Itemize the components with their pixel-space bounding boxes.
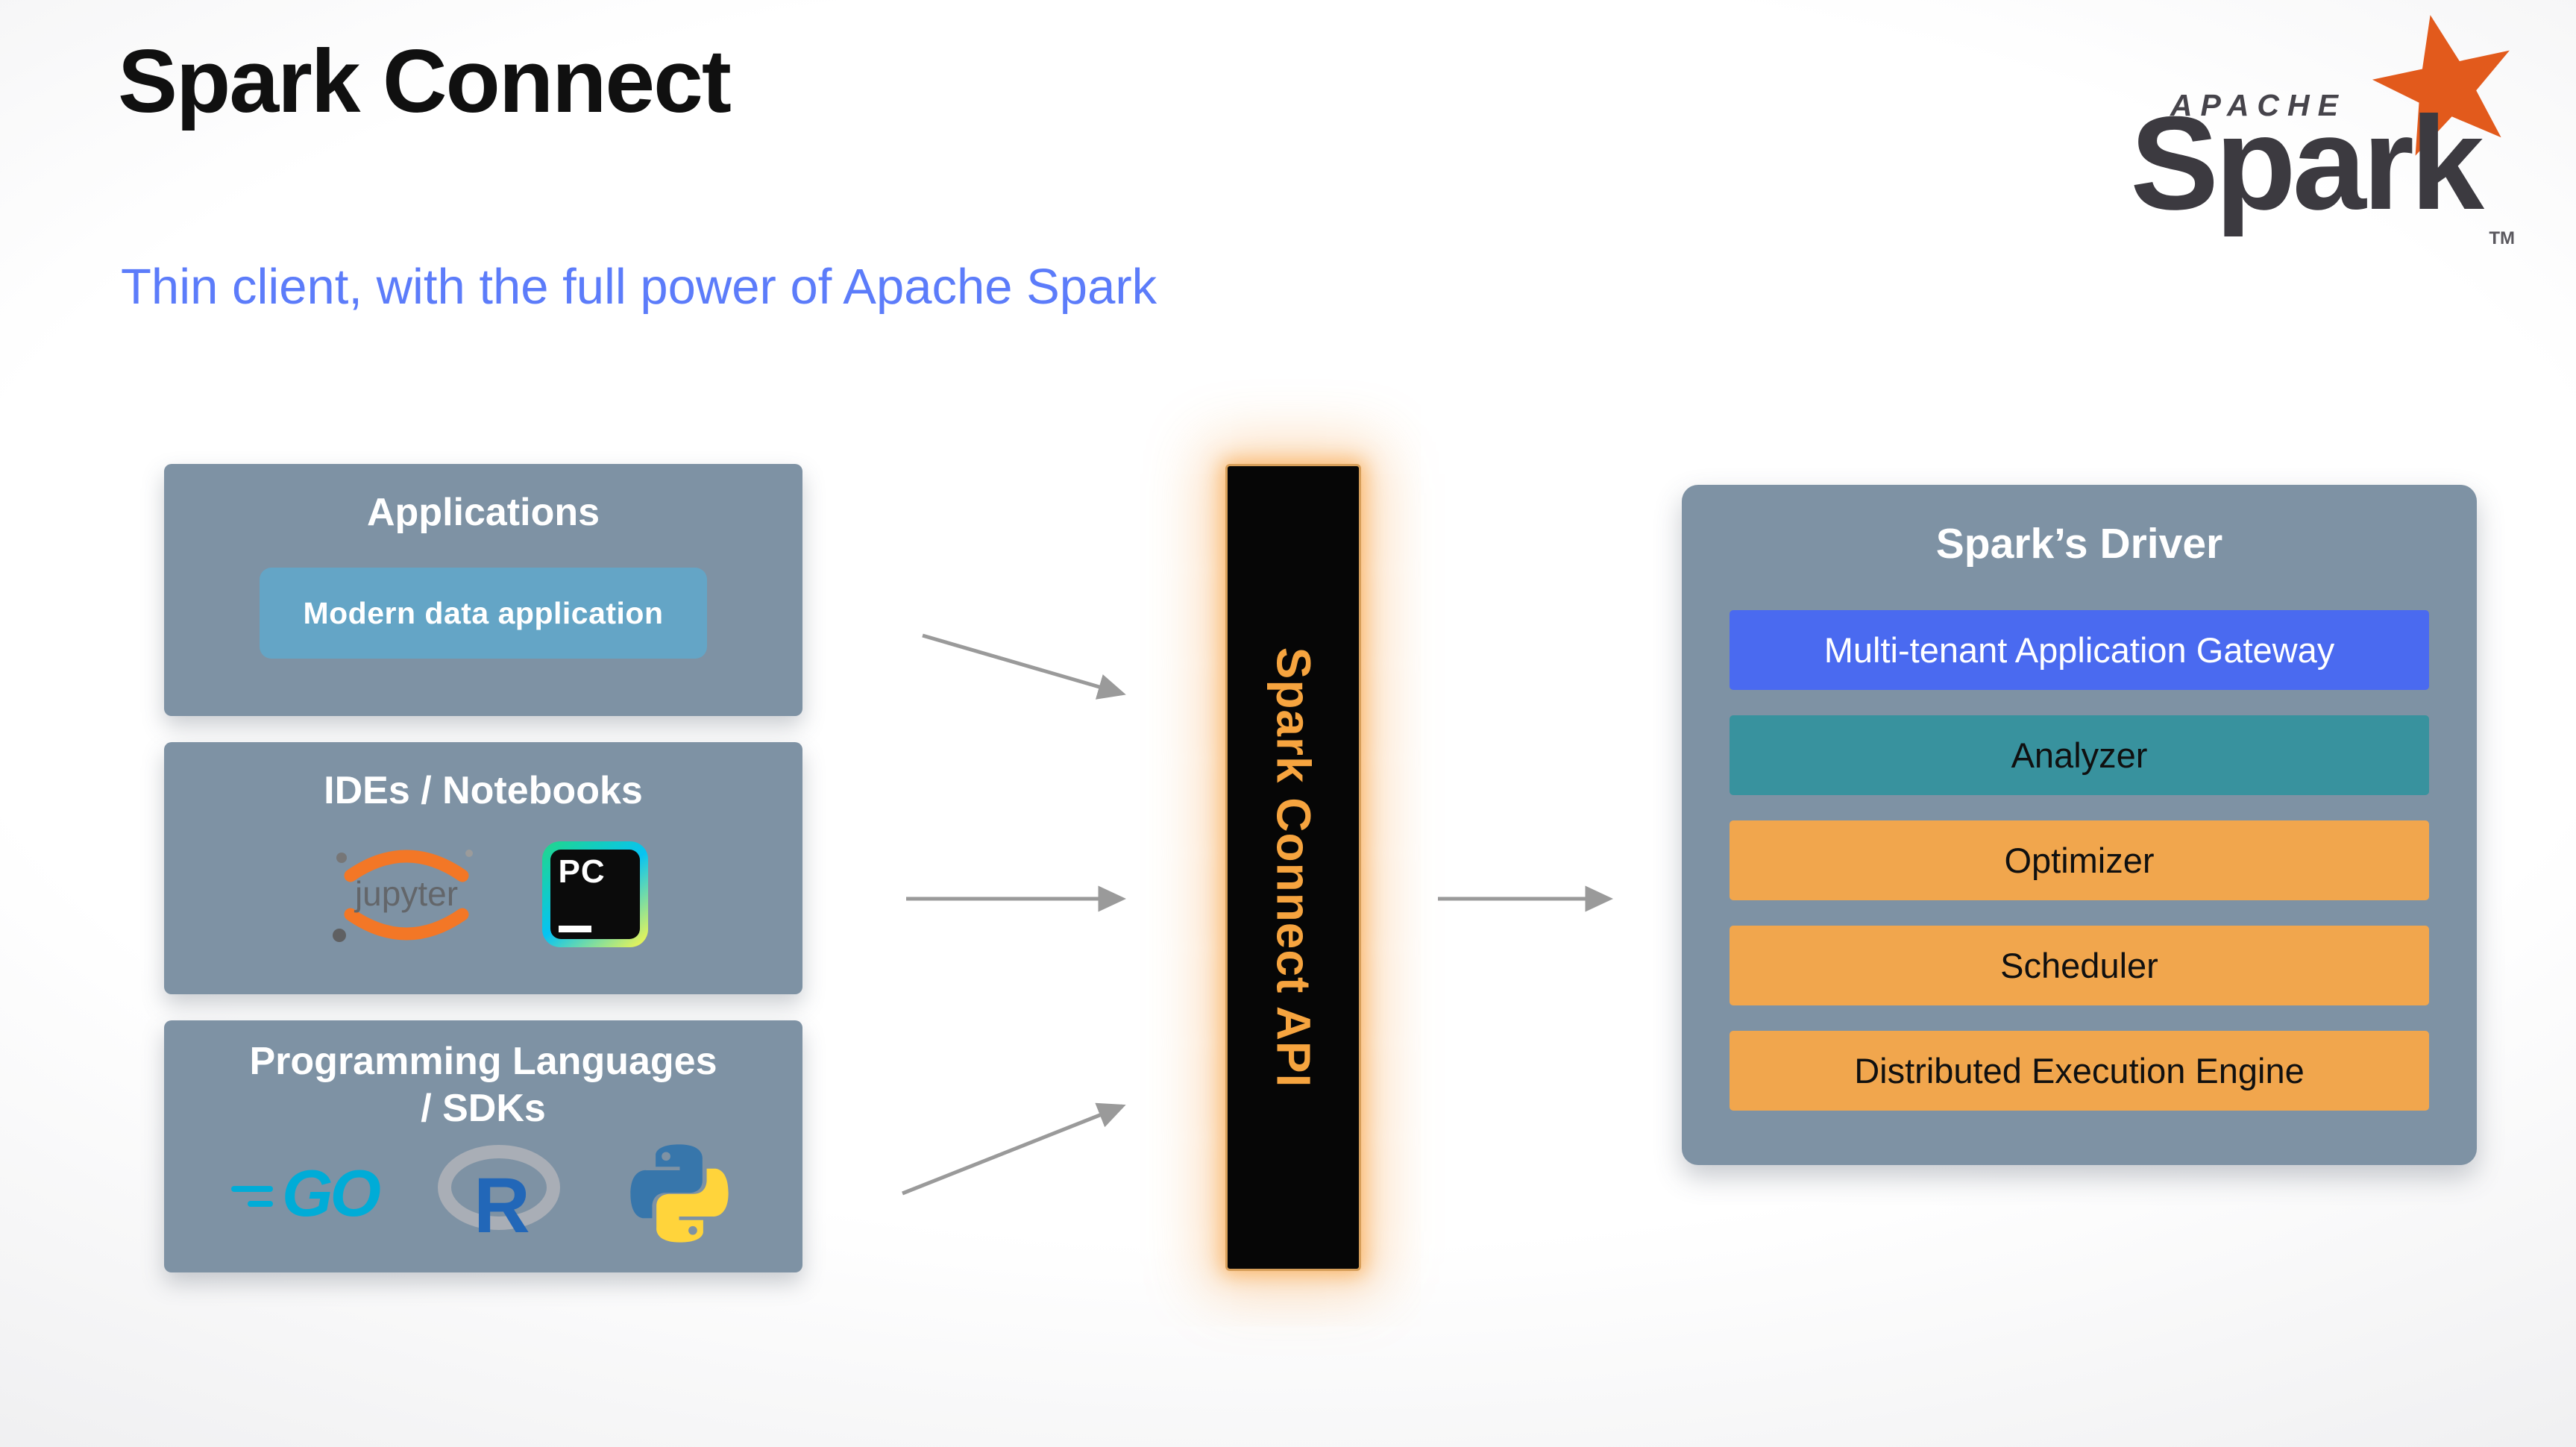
optimizer-label: Optimizer (2004, 841, 2155, 880)
go-label: GO (282, 1155, 381, 1230)
spark-star-icon (2372, 15, 2510, 156)
driver-row-optimizer: Optimizer (1730, 820, 2429, 900)
modern-data-application-chip: Modern data application (260, 568, 707, 659)
spark-driver-title: Spark’s Driver (1935, 520, 2223, 568)
arrow-applications-to-api (922, 633, 1126, 700)
pycharm-underscore (558, 925, 591, 932)
pycharm-inner-square (550, 849, 640, 939)
go-speed-lines (231, 1185, 274, 1207)
analyzer-label: Analyzer (2011, 735, 2148, 775)
python-icon (630, 1144, 729, 1243)
programming-languages-title: Programming Languages / SDKs (249, 1040, 717, 1131)
spark-wordmark: Spark (2130, 89, 2484, 237)
driver-row-scheduler: Scheduler (1730, 926, 2429, 1005)
languages-icons-row: GO R (231, 1137, 735, 1249)
page-subtitle: Thin client, with the full power of Apac… (121, 259, 1157, 315)
arrow-languages-to-api (902, 1102, 1126, 1196)
pycharm-label: PC (558, 853, 606, 890)
spark-driver-panel: Spark’s Driver Multi-tenant Application … (1682, 485, 2477, 1165)
go-icon: GO (231, 1155, 381, 1231)
ides-icons-row: jupyter PC (319, 825, 648, 963)
ides-notebooks-panel: IDEs / Notebooks jupyter PC (164, 742, 802, 994)
pycharm-icon: PC (541, 841, 648, 947)
driver-rows: Multi-tenant Application Gateway Analyze… (1730, 610, 2429, 1111)
trademark-label: TM (2489, 228, 2515, 248)
scheduler-label: Scheduler (2000, 946, 2158, 985)
applications-panel: Applications Modern data application (164, 464, 802, 716)
execution-engine-label: Distributed Execution Engine (1854, 1051, 2305, 1090)
apache-spark-logo: APACHE Spark TM (2054, 13, 2524, 260)
ides-notebooks-title: IDEs / Notebooks (324, 769, 643, 812)
programming-languages-panel: Programming Languages / SDKs GO R (164, 1020, 802, 1272)
page-title: Spark Connect (118, 31, 732, 131)
gateway-label: Multi-tenant Application Gateway (1823, 630, 2335, 670)
jupyter-label: jupyter (353, 874, 457, 913)
driver-row-gateway: Multi-tenant Application Gateway (1730, 610, 2429, 690)
driver-row-analyzer: Analyzer (1730, 715, 2429, 795)
chip-label: Modern data application (303, 595, 664, 630)
apache-label: APACHE (2170, 88, 2346, 122)
r-label: R (474, 1162, 530, 1243)
applications-title: Applications (366, 491, 600, 534)
spark-connect-api-label: Spark Connect API (1266, 647, 1320, 1088)
driver-row-execution-engine: Distributed Execution Engine (1730, 1031, 2429, 1111)
jupyter-icon: jupyter (332, 850, 473, 943)
spark-connect-api-bar: Spark Connect API (1225, 464, 1361, 1271)
r-icon: R (437, 1145, 560, 1243)
